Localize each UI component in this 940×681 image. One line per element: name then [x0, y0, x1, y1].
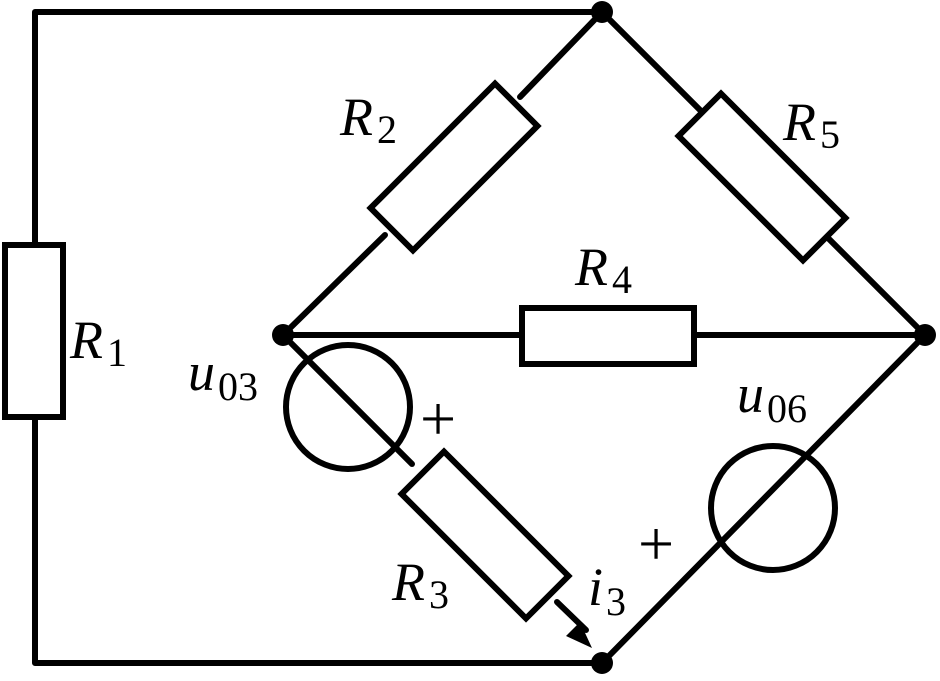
label-u03: u03	[188, 342, 258, 409]
resistor-r1	[2, 242, 66, 420]
node-left	[272, 324, 294, 346]
current-arrow-icon	[566, 622, 592, 648]
wire-r2-left	[280, 232, 388, 338]
wire-left-r3	[280, 332, 415, 467]
wire-right-bottom	[599, 332, 928, 666]
node-bottom	[591, 652, 613, 674]
voltage-source-u03	[283, 342, 413, 472]
wire-r5-right	[822, 232, 928, 338]
wire-top	[32, 9, 605, 248]
wire-bottom	[32, 415, 605, 666]
node-top	[591, 1, 613, 23]
voltage-source-u06	[708, 443, 838, 573]
resistor-r4	[519, 305, 697, 367]
label-i3: i3	[588, 557, 626, 624]
polarity-u06: +	[638, 508, 674, 579]
resistor-r2	[366, 79, 542, 255]
polarity-u03: +	[420, 383, 456, 454]
node-right	[914, 324, 936, 346]
wire-top-r2	[517, 9, 605, 100]
label-u06: u06	[737, 364, 807, 431]
resistor-r5	[674, 89, 850, 265]
wire-top-r5	[599, 9, 703, 113]
resistor-r3	[397, 447, 573, 623]
